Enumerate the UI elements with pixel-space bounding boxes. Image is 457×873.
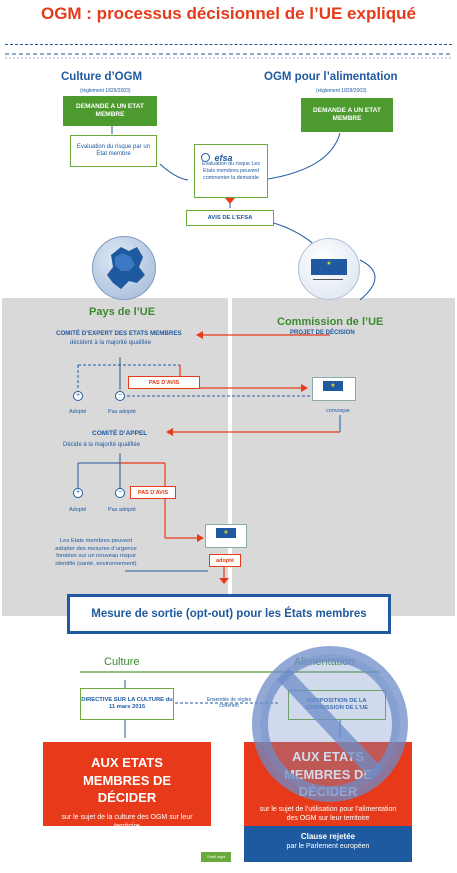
optout-text: Mesure de sortie (opt-out) pour les État… <box>91 608 367 620</box>
adopted-circle-1: + <box>73 391 83 401</box>
directive-box: DIRECTIVE SUR LA CULTURE du 11 mars 2015 <box>80 688 174 720</box>
culture-evaluation-box: Evaluation du risque par un Etat membre <box>70 135 157 167</box>
efsa-opinion-box: AVIS DE L’EFSA <box>186 210 274 226</box>
optout-box: Mesure de sortie (opt-out) pour les État… <box>67 594 391 634</box>
adopted-badge: adopté <box>209 554 241 567</box>
header-divider <box>5 44 452 45</box>
commission-convene-logo <box>312 377 356 401</box>
left-decision-sub: sur le sujet de la culture des OGM sur l… <box>61 813 193 831</box>
commission-adopt-logo <box>205 524 247 548</box>
pays-heading: Pays de l’UE <box>89 306 156 318</box>
left-decision-box: AUX ETATS MEMBRES DE DÉCIDER sur le suje… <box>43 742 211 830</box>
efsa-logo-text: efsa <box>214 152 233 163</box>
adopt-flag-icon <box>216 528 236 538</box>
rejected-sub: par le Parlement européen <box>286 843 370 850</box>
expert-committee-sub: décident à la majorité qualifiée <box>70 340 152 346</box>
food-regulation: (règlement 1829/2003) <box>316 88 367 94</box>
culture-label: Culture <box>104 656 140 668</box>
left-decision-title: AUX ETATS MEMBRES DE DÉCIDER <box>82 755 172 806</box>
efsa-logo: efsa <box>201 149 261 163</box>
rejected-box: Clause rejetée par le Parlement européen <box>244 826 412 862</box>
efsa-arrow <box>225 198 235 204</box>
no-opinion-box-2: PAS D’AVIS <box>130 486 176 499</box>
eu-map-icon <box>107 247 145 289</box>
not-adopted-circle-2: − <box>115 488 125 498</box>
right-decision-sub: sur le sujet de l’utilisation pour l’ali… <box>259 805 397 823</box>
footer-credit-text: Credit logos <box>206 855 226 859</box>
footer-credit: Credit logos <box>201 852 231 862</box>
page-title: OGM : processus décisionnel de l’UE expl… <box>40 4 417 23</box>
adopted-label-2: Adopté <box>69 507 87 513</box>
expert-committee-label: COMITÉ D’EXPERT DES ETATS MEMBRES <box>56 330 182 337</box>
food-heading: OGM pour l’alimentation <box>264 71 398 83</box>
commission-logo-caption <box>313 279 343 283</box>
efsa-text: Evaluation du risque Les Etats membres p… <box>201 161 260 181</box>
pays-panel <box>2 298 228 616</box>
commission-panel <box>232 298 455 616</box>
culture-regulation: (règlement 1829/2003) <box>80 88 131 94</box>
no-opinion-box-1: PAS D’AVIS <box>128 376 200 389</box>
adopted-label-1: Adopté <box>69 409 87 415</box>
commission-heading: Commission de l’UE <box>277 316 384 328</box>
prohibition-icon <box>252 646 408 802</box>
rejected-title: Clause rejetée <box>300 832 356 841</box>
culture-heading: Culture d’OGM <box>61 71 143 83</box>
food-request-box: DEMANDE A UN ETAT MEMBRE <box>301 98 393 132</box>
appeal-committee-sub: Décide à la majorité qualifiée <box>63 442 141 448</box>
convene-label: convoque <box>326 408 350 414</box>
not-adopted-label-1: Pas adopté <box>108 409 136 415</box>
commission-flag-icon <box>311 259 347 275</box>
convene-flag-icon <box>323 381 343 391</box>
emergency-measures-text: Les Etats membres peuvent adopter des me… <box>55 538 137 567</box>
not-adopted-circle-1: − <box>115 391 125 401</box>
culture-request-box: DEMANDE A UN ETAT MEMBRE <box>63 96 157 126</box>
draft-decision-label: PROJET DE DÉCISION <box>290 330 355 336</box>
commission-globe <box>298 238 360 300</box>
coherent-rules-label: Ensemble de règles cohérent <box>206 697 252 709</box>
efsa-box: efsa Evaluation du risque Les Etats memb… <box>194 144 268 198</box>
appeal-committee-label: COMITÉ D’APPEL <box>92 430 148 437</box>
not-adopted-label-2: Pas adopté <box>108 507 136 513</box>
adopted-circle-2: + <box>73 488 83 498</box>
eu-map-globe <box>92 236 156 300</box>
